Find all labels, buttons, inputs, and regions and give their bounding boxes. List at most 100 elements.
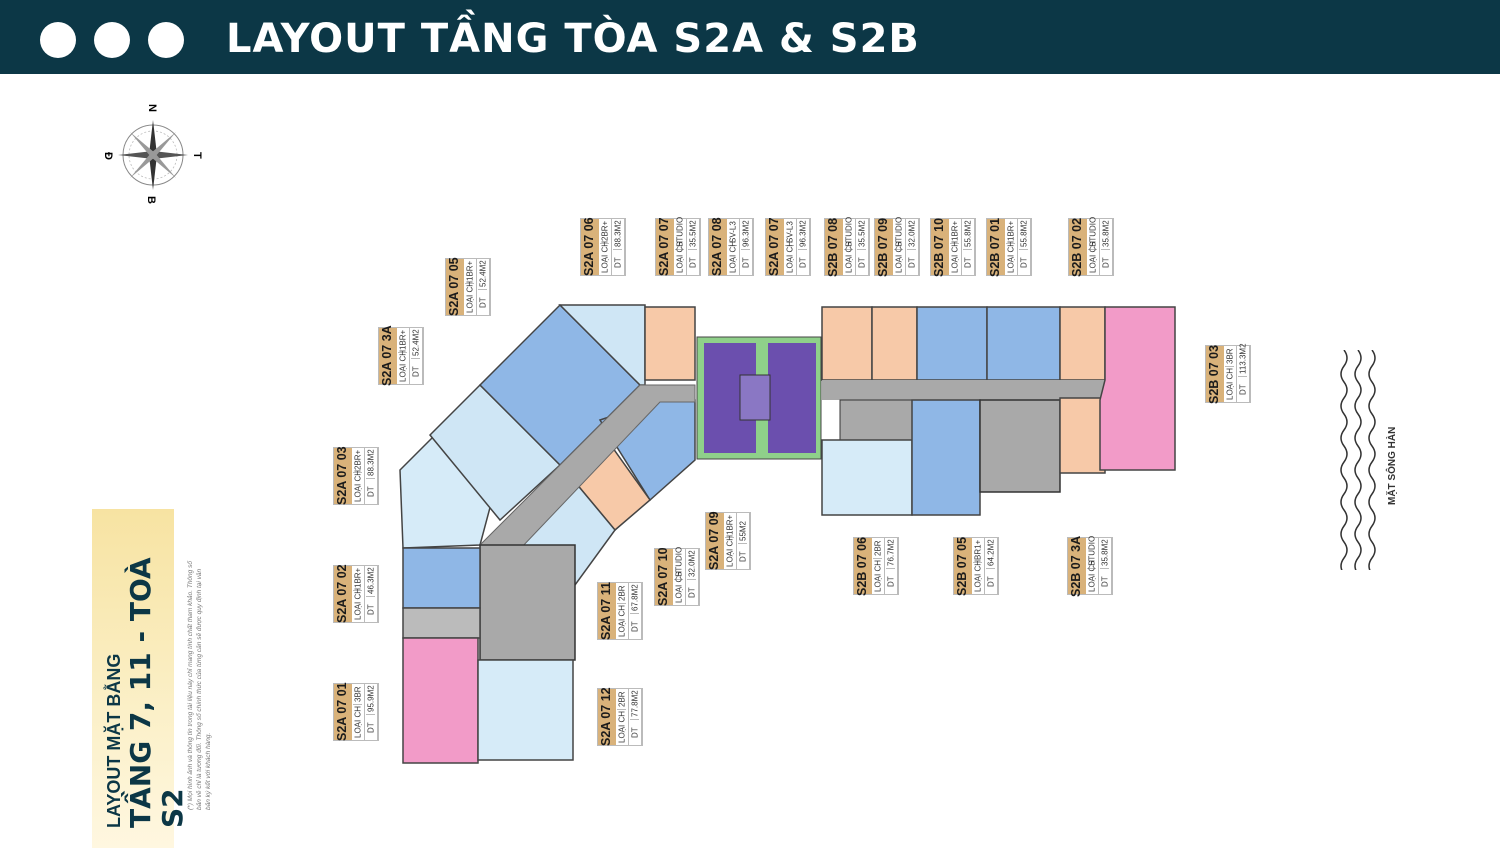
unit-code: S2A 07 07 xyxy=(656,218,674,276)
unit-s2a-0701 xyxy=(402,637,479,764)
unit-type: BR1+ xyxy=(973,540,983,561)
unit-type: 2BR xyxy=(873,540,883,556)
unit-code: S2A 07 06 xyxy=(581,218,599,276)
area-key: DT xyxy=(630,719,640,745)
unit-type: 1BR+ xyxy=(353,568,363,589)
area-key: DT xyxy=(986,568,996,594)
unit-s2b-0701 xyxy=(986,306,1061,381)
page-title: LAYOUT TẦNG TÒA S2A & S2B xyxy=(226,16,920,62)
type-key: LOẠI CH xyxy=(353,703,363,740)
unit-type: SV-L3 xyxy=(728,221,738,243)
unit-type: 1BR+ xyxy=(398,330,408,351)
unit-code: S2B 07 09 xyxy=(875,217,893,277)
unit-type: 2BR+ xyxy=(600,221,610,242)
unit-type: STUDIO xyxy=(674,546,684,577)
unit-code: S2A 07 12 xyxy=(598,688,616,746)
unit-area-row: DT 35.5M2 xyxy=(687,219,700,275)
unit-s2b-0708 xyxy=(821,306,873,381)
area-key: DT xyxy=(1019,249,1029,275)
type-key: LOẠI CH xyxy=(617,708,627,745)
unit-area-row: DT 64.2M2 xyxy=(985,538,998,594)
type-key: LOẠI CH xyxy=(617,602,627,639)
area-key: DT xyxy=(478,289,488,315)
area-key: DT xyxy=(907,249,917,275)
area-key: DT xyxy=(886,568,896,594)
type-key: LOẠI CH xyxy=(728,240,738,275)
type-key: LOẠI CH xyxy=(1087,559,1097,594)
type-key: LOẠI CH xyxy=(785,240,795,275)
area-key: DT xyxy=(1101,249,1111,275)
type-key: LOẠI CH xyxy=(1006,240,1016,275)
dot-icon xyxy=(94,22,130,58)
header-bar: LAYOUT TẦNG TÒA S2A & S2B xyxy=(0,0,1500,74)
area-key: DT xyxy=(688,249,698,275)
unit-area: 76.7M2 xyxy=(886,539,896,566)
type-key: LOẠI CH xyxy=(873,557,883,594)
unit-type: 2BR xyxy=(617,691,627,707)
unit-area: 52.4M2 xyxy=(478,260,488,287)
type-key: LOẠI CH xyxy=(674,570,684,605)
unit-type: 1BR+ xyxy=(465,261,475,282)
type-key: LOẠI CH xyxy=(465,280,475,315)
unit-area: 52.4M2 xyxy=(411,329,421,356)
area-key: DT xyxy=(857,249,867,275)
unit-type: 2BR+ xyxy=(353,450,363,471)
type-key: LOẠI CH xyxy=(1225,365,1235,402)
unit-area: 55M2 xyxy=(738,520,748,541)
area-key: DT xyxy=(1238,376,1248,402)
type-key: LOẠI CH xyxy=(725,534,735,569)
unit-type: 1BR+ xyxy=(950,221,960,242)
type-key: LOẠI CH xyxy=(398,349,408,384)
type-key: LOẠI CH xyxy=(675,240,685,275)
unit-area: 35.5M2 xyxy=(688,220,698,247)
core-s2a xyxy=(479,544,576,661)
unit-area: 88.3M2 xyxy=(366,449,376,476)
area-key: DT xyxy=(738,543,748,569)
unit-area: 88.3M2 xyxy=(613,220,623,247)
unit-area: 32.0M2 xyxy=(687,550,697,577)
compass-east: T xyxy=(191,152,203,159)
unit-code: S2A 07 01 xyxy=(334,683,352,741)
area-key: DT xyxy=(366,478,376,504)
unit-area: 95.9M2 xyxy=(366,685,376,712)
unit-s2b-0706 xyxy=(821,439,913,516)
unit-type: STUDIO xyxy=(1088,216,1098,247)
type-key: LOẠI CH xyxy=(600,240,610,275)
type-key: LOẠI CH xyxy=(1088,240,1098,275)
compass-south: B xyxy=(145,196,157,204)
unit-s2b-0703 xyxy=(1099,306,1176,471)
river-label: MẶT SÔNG HÀN xyxy=(1387,426,1398,505)
unit-area: 64.2M2 xyxy=(986,539,996,566)
unit-area: 67.8M2 xyxy=(630,584,640,611)
